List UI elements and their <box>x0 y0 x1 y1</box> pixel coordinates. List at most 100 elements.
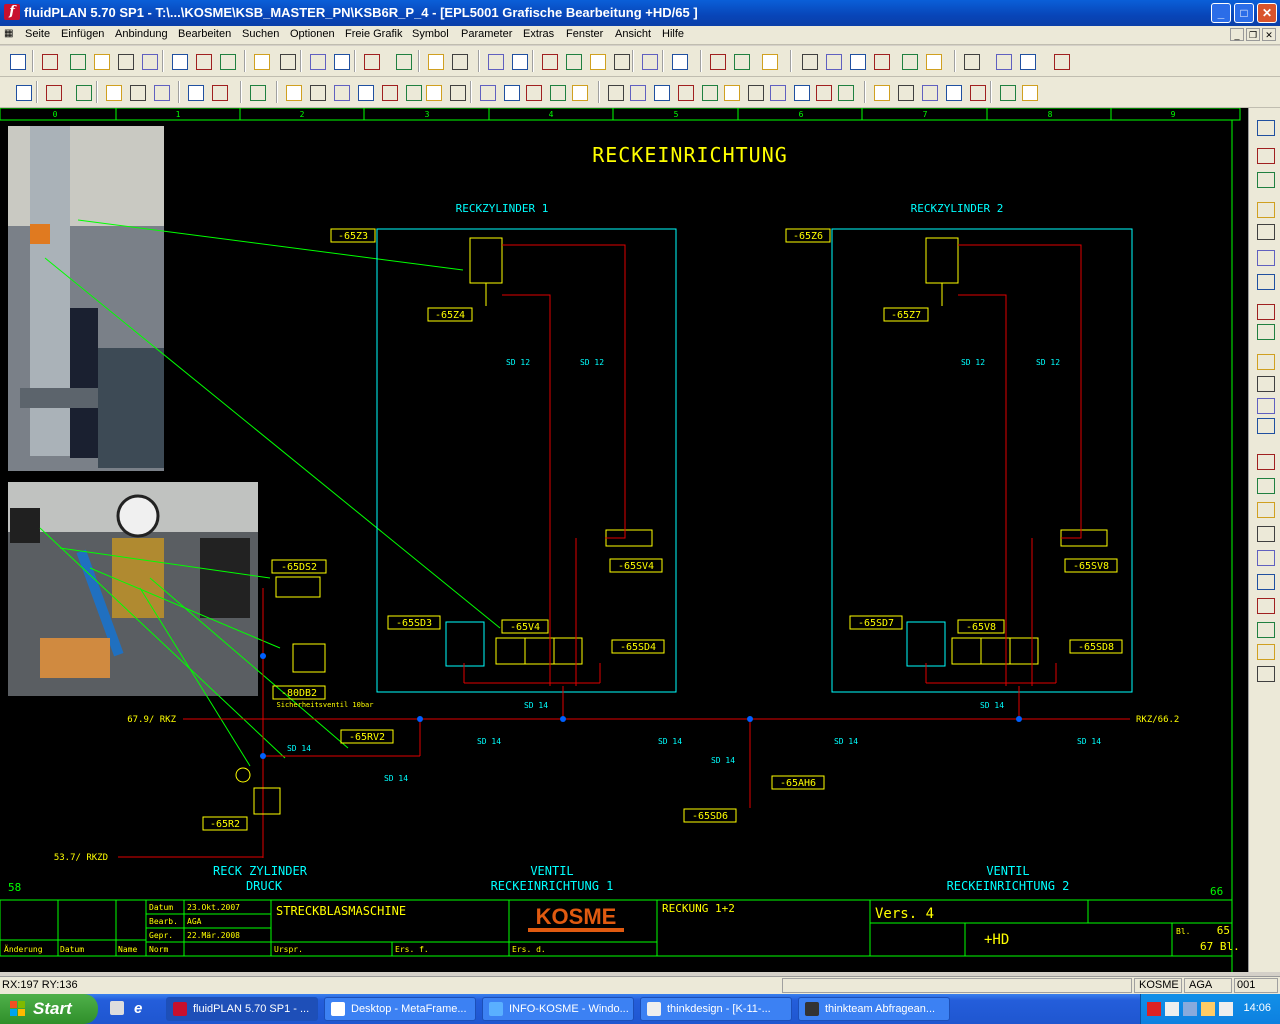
standard-tool-icon[interactable] <box>92 52 110 70</box>
mdi-minimize-button[interactable]: _ <box>1230 28 1244 41</box>
drawing-tool-icon[interactable] <box>944 83 962 101</box>
standard-tool-icon[interactable] <box>426 52 444 70</box>
drawing-tool-icon[interactable] <box>1020 83 1038 101</box>
document-icon[interactable]: ▦ <box>4 28 14 39</box>
standard-tool-icon[interactable] <box>40 52 58 70</box>
drawing-tool-icon[interactable] <box>380 83 398 101</box>
drawing-tool-icon[interactable] <box>128 83 146 101</box>
menu-fenster[interactable]: Fenster <box>566 28 604 40</box>
drawing-tool-icon[interactable] <box>872 83 890 101</box>
menu-optionen[interactable]: Optionen <box>290 28 335 40</box>
menu-bearbeiten[interactable]: Bearbeiten <box>178 28 232 40</box>
standard-tool-icon[interactable] <box>332 52 350 70</box>
drawing-tool-icon[interactable] <box>998 83 1016 101</box>
standard-tool-icon[interactable] <box>308 52 326 70</box>
drawing-tool-icon[interactable] <box>722 83 740 101</box>
menu-anbindung[interactable]: Anbindung <box>115 28 168 40</box>
tray-icon-3[interactable] <box>1183 1002 1197 1016</box>
side-tool-icon[interactable] <box>1257 224 1275 240</box>
menu-extras[interactable]: Extras <box>523 28 555 40</box>
task-thinkteam[interactable]: thinkteam Abfragean... <box>798 997 950 1021</box>
standard-tool-icon[interactable] <box>848 52 866 70</box>
tray-icon-2[interactable] <box>1165 1002 1179 1016</box>
menu-symbol[interactable]: Symbol <box>412 28 449 40</box>
drawing-tool-icon[interactable] <box>652 83 670 101</box>
side-tool-icon[interactable] <box>1257 274 1275 290</box>
standard-tool-icon[interactable] <box>486 52 504 70</box>
drawing-tool-icon[interactable] <box>676 83 694 101</box>
standard-tool-icon[interactable] <box>450 52 468 70</box>
drawing-tool-icon[interactable] <box>74 83 92 101</box>
side-tool-icon[interactable] <box>1257 478 1275 494</box>
drawing-tool-icon[interactable] <box>700 83 718 101</box>
standard-tool-icon[interactable] <box>900 52 918 70</box>
tray-icon-4[interactable] <box>1201 1002 1215 1016</box>
task-metaframe[interactable]: Desktop - MetaFrame... <box>324 997 476 1021</box>
photo-pressure-unit[interactable] <box>8 482 258 696</box>
side-tool-icon[interactable] <box>1257 120 1275 136</box>
drawing-tool-icon[interactable] <box>628 83 646 101</box>
photo-cylinder[interactable] <box>8 126 164 471</box>
standard-tool-icon[interactable] <box>194 52 212 70</box>
menu-hilfe[interactable]: Hilfe <box>662 28 685 40</box>
internet-explorer-icon[interactable]: e <box>134 1000 143 1017</box>
side-tool-icon[interactable] <box>1257 622 1275 638</box>
side-tool-icon[interactable] <box>1257 550 1275 566</box>
schematic-svg[interactable]: 0 1 2 3 4 5 6 7 8 9 <box>0 108 1248 972</box>
drawing-tool-icon[interactable] <box>284 83 302 101</box>
drawing-tool-icon[interactable] <box>768 83 786 101</box>
standard-tool-icon[interactable] <box>362 52 380 70</box>
drawing-tool-icon[interactable] <box>424 83 442 101</box>
side-tool-icon[interactable] <box>1257 398 1275 414</box>
standard-tool-icon[interactable] <box>994 52 1012 70</box>
drawing-canvas[interactable]: 0 1 2 3 4 5 6 7 8 9 <box>0 108 1248 972</box>
drawing-tool-icon[interactable] <box>14 83 32 101</box>
start-button[interactable]: Start <box>0 994 98 1024</box>
side-tool-icon[interactable] <box>1257 202 1275 218</box>
drawing-tool-icon[interactable] <box>746 83 764 101</box>
close-button[interactable]: ✕ <box>1257 3 1277 23</box>
menu-seite[interactable]: Seite <box>25 28 51 40</box>
drawing-tool-icon[interactable] <box>920 83 938 101</box>
task-fluidplan[interactable]: fluidPLAN 5.70 SP1 - ... <box>166 997 318 1021</box>
standard-tool-icon[interactable] <box>540 52 558 70</box>
side-tool-icon[interactable] <box>1257 324 1275 340</box>
drawing-tool-icon[interactable] <box>332 83 350 101</box>
standard-tool-icon[interactable] <box>218 52 236 70</box>
standard-tool-icon[interactable] <box>760 52 778 70</box>
maximize-button[interactable]: □ <box>1234 3 1254 23</box>
minimize-button[interactable]: _ <box>1211 3 1231 23</box>
side-tool-icon[interactable] <box>1257 172 1275 188</box>
side-tool-icon[interactable] <box>1257 574 1275 590</box>
side-tool-icon[interactable] <box>1257 666 1275 682</box>
tray-icon-1[interactable] <box>1147 1002 1161 1016</box>
side-tool-icon[interactable] <box>1257 376 1275 392</box>
drawing-tool-icon[interactable] <box>44 83 62 101</box>
side-tool-icon[interactable] <box>1257 148 1275 164</box>
side-tool-icon[interactable] <box>1257 250 1275 266</box>
drawing-tool-icon[interactable] <box>792 83 810 101</box>
side-tool-icon[interactable] <box>1257 304 1275 320</box>
mdi-restore-button[interactable]: ❐ <box>1246 28 1260 41</box>
side-tool-icon[interactable] <box>1257 598 1275 614</box>
standard-tool-icon[interactable] <box>924 52 942 70</box>
menu-ansicht[interactable]: Ansicht <box>615 28 652 40</box>
drawing-tool-icon[interactable] <box>186 83 204 101</box>
standard-tool-icon[interactable] <box>708 52 726 70</box>
tray-icon-5[interactable] <box>1219 1002 1233 1016</box>
standard-tool-icon[interactable] <box>140 52 158 70</box>
standard-tool-icon[interactable] <box>170 52 188 70</box>
standard-tool-icon[interactable] <box>640 52 658 70</box>
show-desktop-icon[interactable] <box>110 1001 124 1015</box>
standard-tool-icon[interactable] <box>824 52 842 70</box>
drawing-tool-icon[interactable] <box>478 83 496 101</box>
standard-tool-icon[interactable] <box>252 52 270 70</box>
standard-tool-icon[interactable] <box>800 52 818 70</box>
drawing-tool-icon[interactable] <box>548 83 566 101</box>
standard-tool-icon[interactable] <box>670 52 688 70</box>
standard-tool-icon[interactable] <box>1052 52 1070 70</box>
side-tool-icon[interactable] <box>1257 644 1275 660</box>
drawing-tool-icon[interactable] <box>836 83 854 101</box>
side-tool-icon[interactable] <box>1257 354 1275 370</box>
task-info-kosme[interactable]: INFO-KOSME - Windo... <box>482 997 634 1021</box>
